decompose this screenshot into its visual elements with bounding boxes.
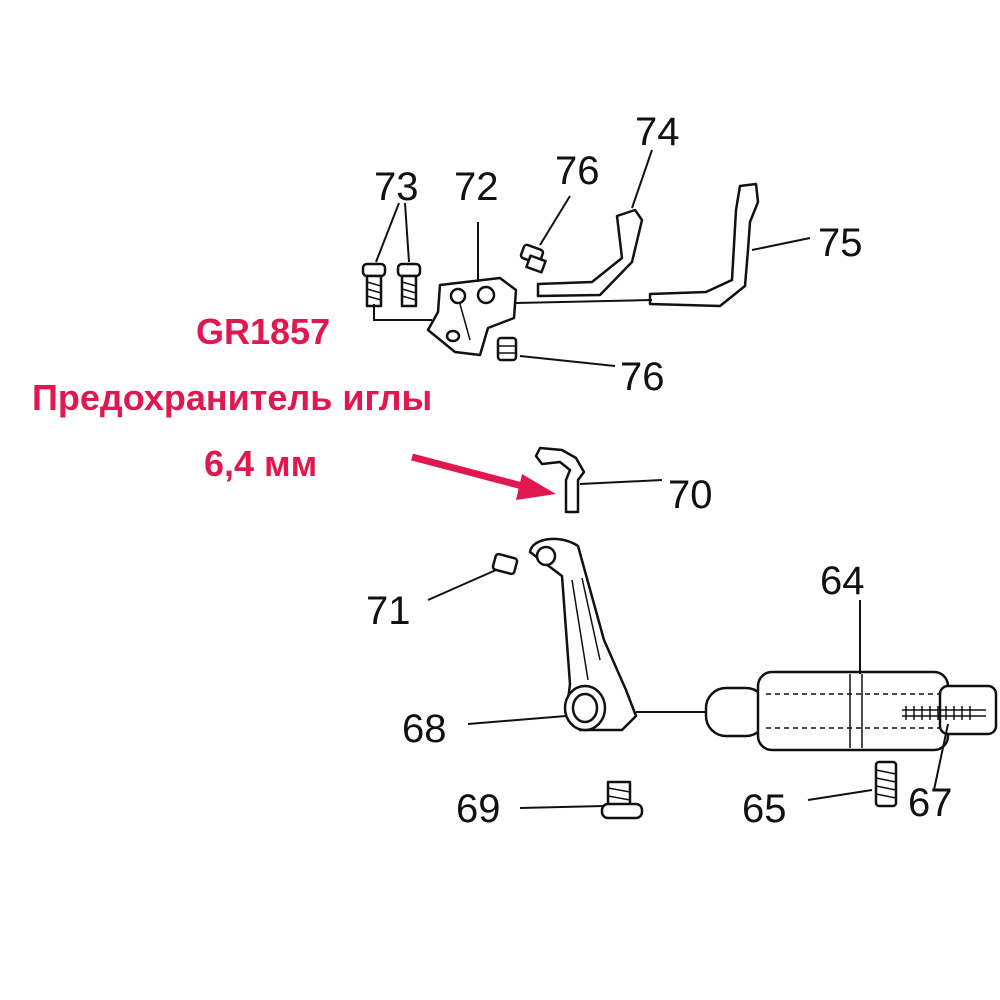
rod-74 [536, 208, 644, 298]
callout-size: 6,4 мм [204, 443, 318, 484]
callout-arrow [411, 453, 556, 500]
leader-75 [751, 237, 811, 251]
leader-65 [807, 789, 873, 801]
connector-line [515, 299, 653, 304]
part-number-74: 74 [635, 110, 680, 154]
shaft-64 [704, 670, 998, 752]
part-number-76-top: 76 [555, 149, 600, 193]
part-number-70: 70 [668, 473, 713, 517]
leader-67 [933, 723, 949, 791]
leader-73-bottom [373, 304, 432, 321]
needle-guard-70 [534, 446, 586, 514]
part-number-69: 69 [456, 787, 501, 831]
screw-73-right [396, 262, 422, 308]
part-number-67: 67 [908, 781, 953, 825]
part-number-65: 65 [742, 787, 787, 831]
callout-code: GR1857 [196, 311, 331, 352]
part-number-68: 68 [402, 707, 447, 751]
leader-73 [375, 202, 410, 263]
holder-72 [426, 276, 518, 357]
screw-76-bottom [496, 336, 518, 362]
rod-75 [648, 182, 760, 308]
part-number-75: 75 [818, 221, 863, 265]
leader-74 [631, 149, 653, 209]
callout-description: Предохранитель иглы [32, 377, 433, 418]
leader-68 [467, 715, 567, 725]
pin-67 [902, 706, 986, 720]
leader-76-top [539, 195, 571, 246]
spring-65 [874, 760, 898, 808]
part-number-72: 72 [454, 165, 499, 209]
screw-71 [491, 552, 519, 576]
part-number-73: 73 [374, 165, 419, 209]
leader-76-bottom [519, 355, 616, 367]
screw-73-left [361, 262, 387, 308]
part-number-76-bottom: 76 [620, 355, 665, 399]
screw-76-top [519, 243, 547, 274]
part-number-71: 71 [366, 589, 411, 633]
leader-71 [427, 569, 497, 601]
leader-70 [579, 479, 663, 485]
lever-68 [528, 537, 638, 732]
screw-69 [600, 780, 644, 820]
part-number-64: 64 [820, 559, 865, 603]
leader-69 [519, 805, 605, 809]
